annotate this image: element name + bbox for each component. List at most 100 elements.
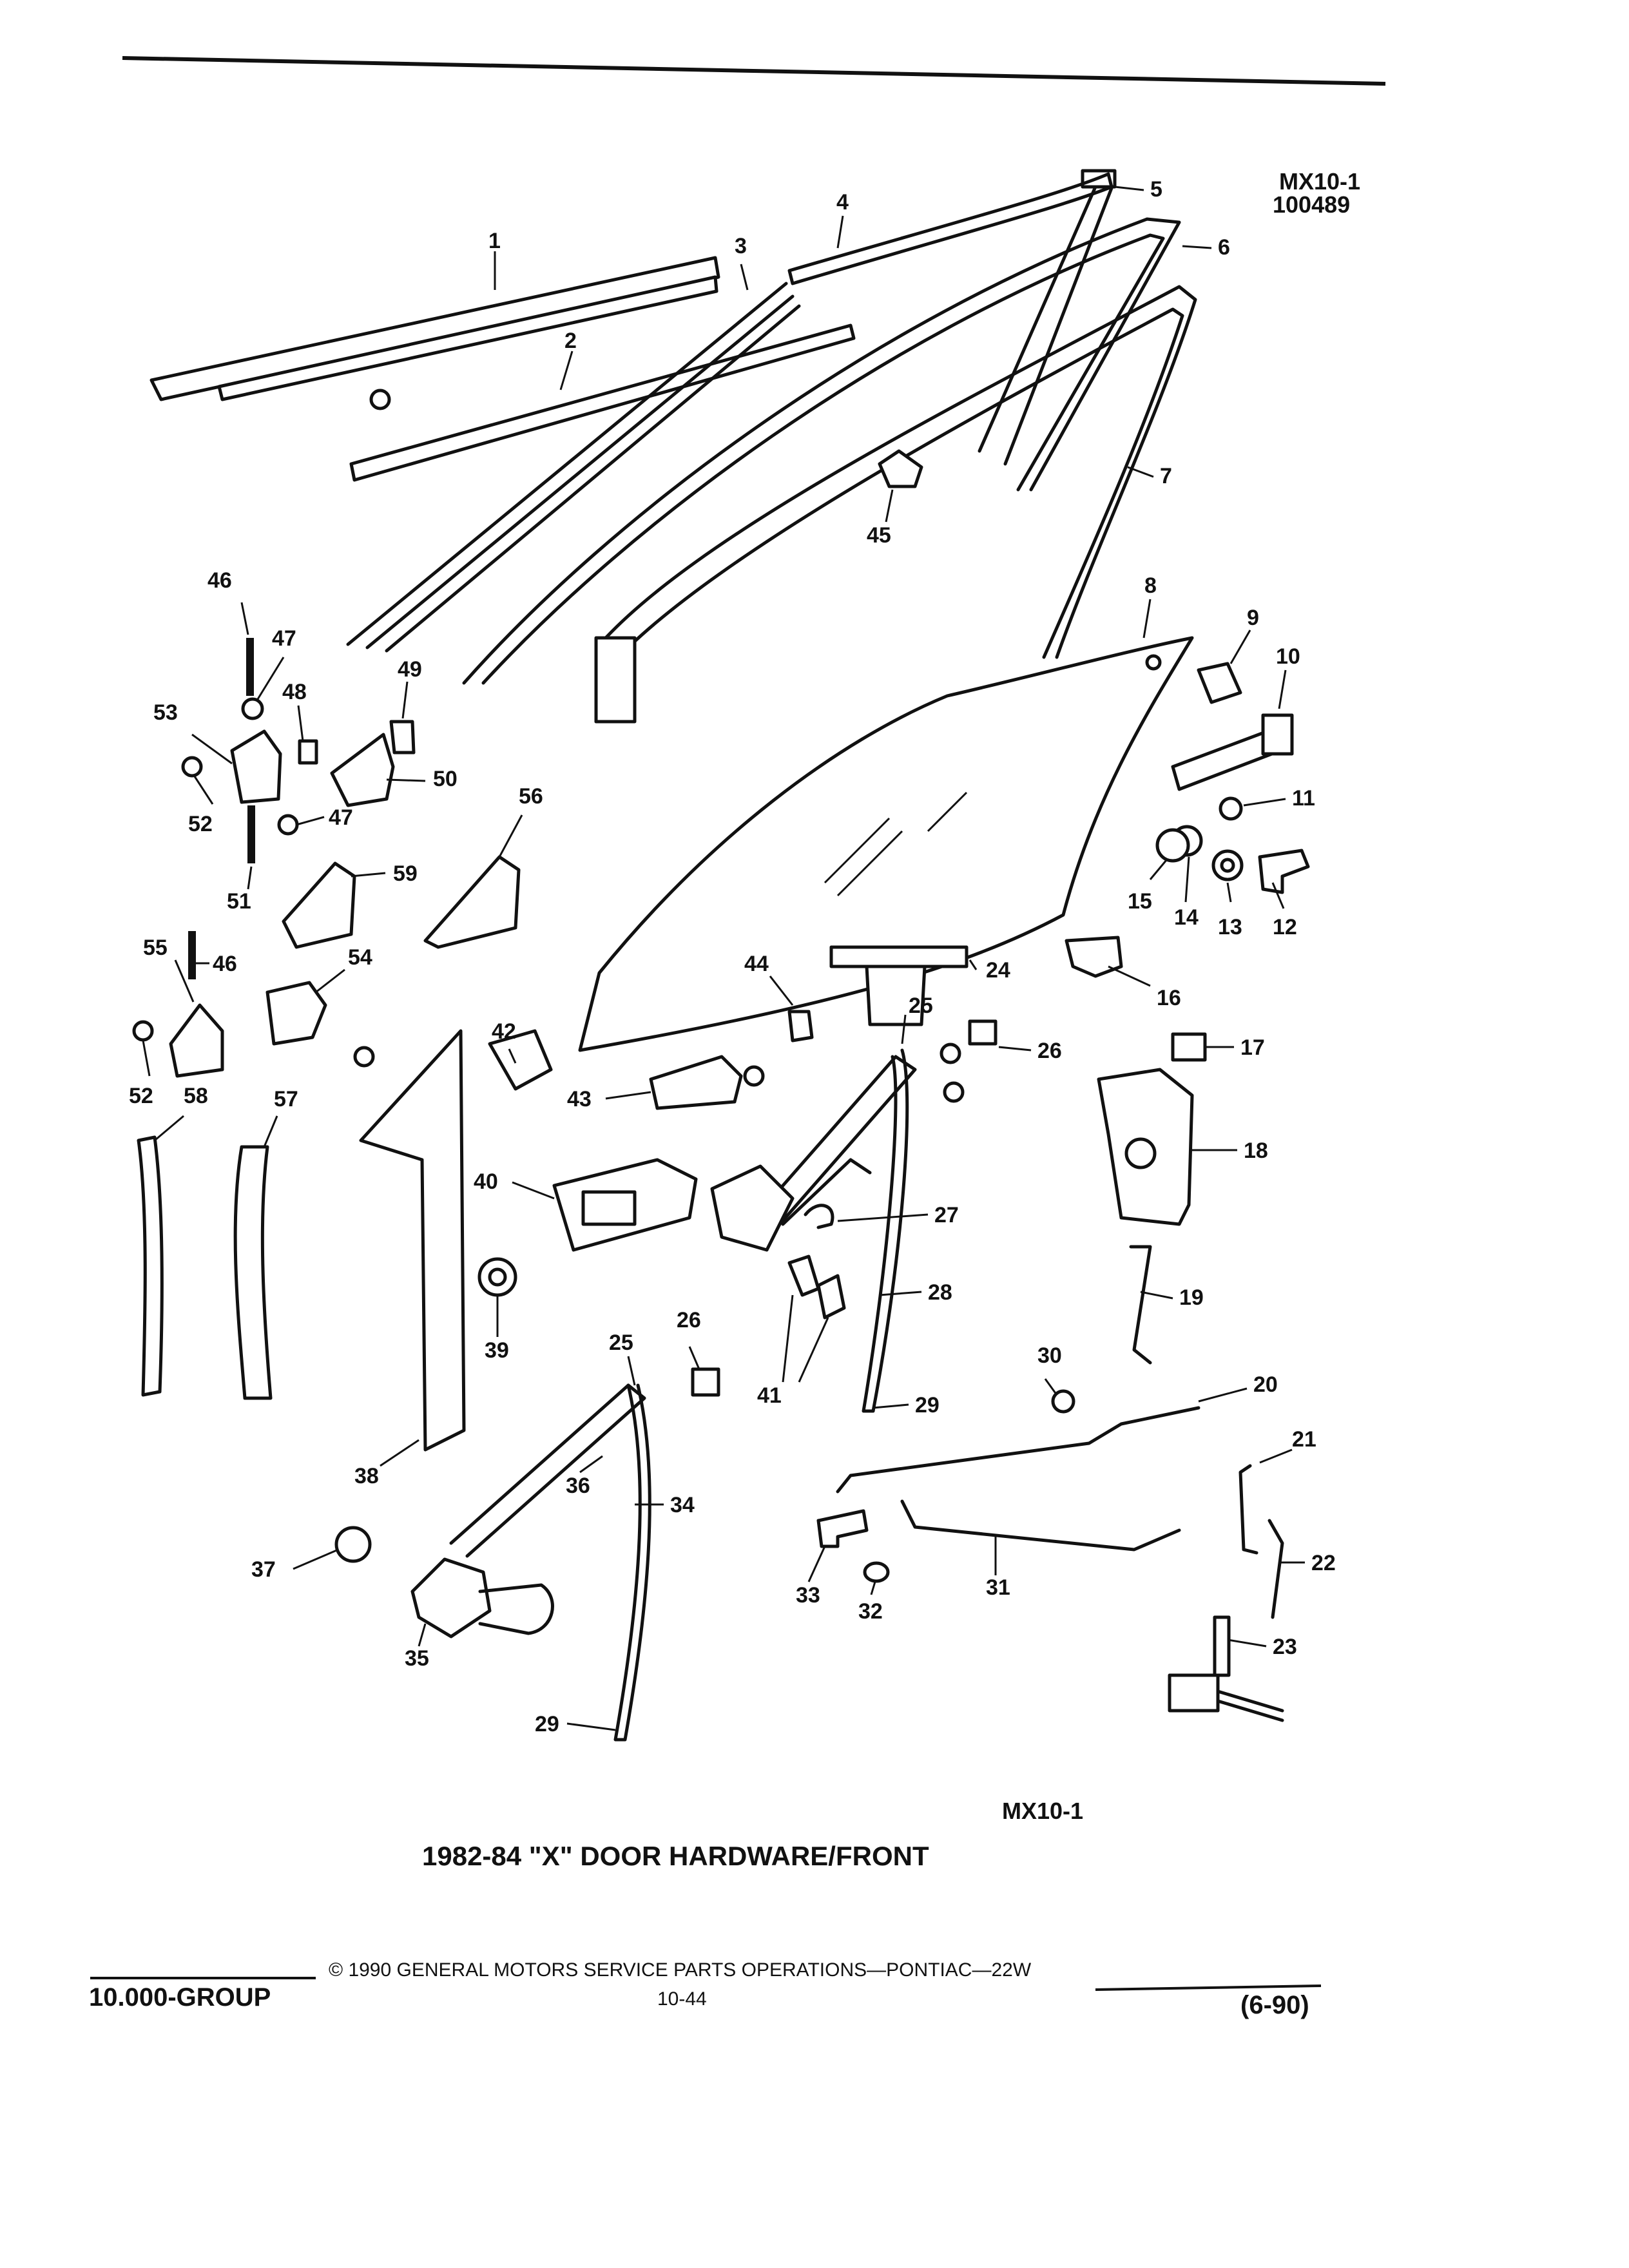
callout-28: 28: [928, 1280, 952, 1305]
callout-30: 30: [1037, 1343, 1062, 1368]
callout-49: 49: [398, 657, 422, 682]
part-53-hinge-plate: [230, 729, 282, 804]
callout-9: 9: [1247, 606, 1259, 630]
callout-46: 46: [207, 568, 232, 593]
part-13-grommet: [1211, 849, 1244, 881]
callout-34: 34: [670, 1493, 695, 1517]
part-57-channel: [233, 1145, 273, 1400]
header-number: 100489: [1273, 191, 1350, 218]
callout-26: 26: [1037, 1039, 1062, 1063]
callout-29: 29: [915, 1393, 940, 1418]
part-3-channel-strip: [346, 282, 801, 653]
part-38-rear-channel: [359, 1029, 466, 1452]
callout-14: 14: [1174, 905, 1199, 930]
callout-26-lower: 26: [677, 1308, 701, 1332]
callout-59: 59: [393, 861, 418, 886]
part-58-seal: [137, 1135, 164, 1397]
callout-40: 40: [474, 1169, 498, 1194]
callout-55: 55: [143, 936, 168, 960]
callout-27: 27: [934, 1203, 959, 1227]
callout-20: 20: [1253, 1372, 1278, 1397]
callout-57: 57: [274, 1087, 298, 1111]
callout-10: 10: [1276, 644, 1300, 669]
leader-lines: [142, 186, 1305, 1731]
part-26-clip: [968, 1019, 998, 1046]
part-16-guide: [1065, 936, 1123, 978]
callout-52-lower: 52: [129, 1084, 153, 1108]
part-unnamed-screw: [353, 1046, 765, 1087]
part-37-gear: [334, 1526, 372, 1563]
part-34-regulator-lower: [410, 1383, 651, 1742]
part-7-window-frame: [594, 285, 1197, 724]
top-rule: [122, 56, 1386, 86]
callout-17: 17: [1240, 1035, 1265, 1060]
callout-labels: 1 2 3 4 5 6 7 8 9 10 11 12 13 14 15 16 1…: [129, 177, 1336, 1736]
part-19-rod: [1129, 1245, 1152, 1365]
callout-7: 7: [1160, 464, 1172, 488]
part-42-bezel: [488, 1029, 553, 1091]
part-39-grommet: [477, 1257, 517, 1297]
figure-title: 1982-84 "X" DOOR HARDWARE/FRONT: [422, 1841, 929, 1871]
callout-44: 44: [744, 952, 769, 976]
part-22-link: [1268, 1519, 1284, 1619]
part-40-handle-housing: [552, 1158, 698, 1252]
callout-46-lower: 46: [213, 952, 237, 976]
callout-1: 1: [488, 229, 501, 253]
part-15-grommet: [1155, 828, 1190, 863]
callout-53: 53: [153, 700, 178, 725]
part-50-hinge: [330, 733, 395, 807]
callout-15: 15: [1128, 889, 1152, 914]
callout-5: 5: [1150, 177, 1162, 202]
part-5-corner-seal: [978, 169, 1117, 466]
part-48-spring: [298, 739, 318, 765]
callout-25-lower: 25: [609, 1331, 633, 1355]
part-49-plate: [389, 720, 416, 754]
callout-25: 25: [909, 994, 933, 1018]
part-10-striker-bracket: [1171, 713, 1294, 791]
part-28-regulator-arm: [710, 1048, 917, 1413]
part-33-bracket: [816, 1509, 869, 1548]
callout-11: 11: [1292, 786, 1315, 811]
footer-copyright: © 1990 GENERAL MOTORS SERVICE PARTS OPER…: [329, 1959, 1032, 1981]
callout-47: 47: [272, 626, 296, 651]
part-59-bracket: [282, 861, 356, 949]
part-20-lock-rod: [836, 1406, 1200, 1494]
callout-2: 2: [564, 329, 577, 353]
callout-12: 12: [1273, 915, 1297, 939]
callout-31: 31: [986, 1575, 1010, 1600]
part-52-bolt: [132, 756, 203, 1042]
part-46-pin: [188, 638, 254, 979]
part-26-nut-group: [691, 1043, 965, 1397]
callout-18: 18: [1244, 1139, 1268, 1163]
footer-page: 10-44: [657, 1988, 707, 2010]
callout-36: 36: [566, 1474, 590, 1498]
callout-23: 23: [1273, 1635, 1297, 1659]
callout-29-lower: 29: [535, 1712, 559, 1736]
callout-47-lower: 47: [329, 805, 353, 830]
callout-52: 52: [188, 812, 213, 836]
callout-50: 50: [433, 767, 458, 791]
part-21-rod: [1239, 1464, 1258, 1555]
part-6-weatherstrip: [462, 217, 1181, 685]
part-56-bracket: [423, 855, 521, 949]
callout-45: 45: [867, 523, 891, 548]
part-43-inside-handle: [649, 1055, 743, 1110]
part-55-hinge-plate: [169, 1003, 224, 1078]
callout-33: 33: [796, 1583, 820, 1608]
part-1-belt-moulding: [149, 256, 720, 410]
part-12-clip: [1258, 849, 1310, 894]
part-44-bumper: [787, 1010, 814, 1043]
footer-date: (6-90): [1240, 1991, 1309, 2019]
callout-22: 22: [1311, 1551, 1336, 1575]
callout-35: 35: [405, 1646, 429, 1671]
part-24-glass-channel: [829, 945, 969, 1026]
callout-3: 3: [735, 234, 747, 258]
callout-21: 21: [1292, 1427, 1316, 1452]
part-27-spring: [804, 1204, 834, 1229]
part-32-knob: [863, 1561, 890, 1583]
figure-code: MX10-1: [1002, 1798, 1083, 1824]
callout-39: 39: [485, 1338, 509, 1363]
part-31-rod: [900, 1499, 1181, 1552]
part-9-bumper: [1197, 662, 1242, 704]
callout-54: 54: [348, 945, 372, 970]
